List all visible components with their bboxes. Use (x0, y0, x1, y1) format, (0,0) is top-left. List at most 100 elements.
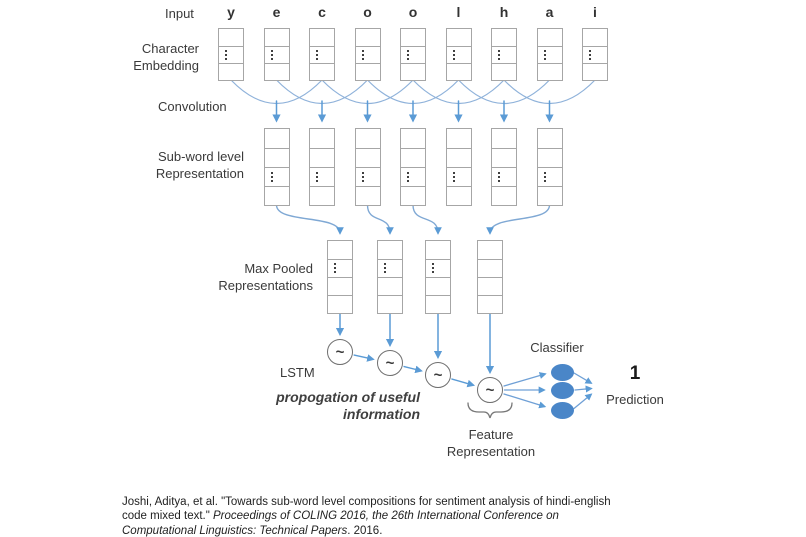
citation-segment: Joshi, Aditya, et al. "Towards sub-word … (122, 495, 611, 508)
ellipsis-dots (316, 171, 318, 182)
citation-text: Joshi, Aditya, et al. "Towards sub-word … (122, 495, 742, 537)
subword-representation-column (491, 128, 517, 206)
ellipsis-dots (225, 49, 227, 60)
input-char: o (363, 4, 372, 20)
pooling-curve (486, 204, 551, 235)
character-embedding-column (400, 28, 426, 81)
classifier-neuron-node (550, 363, 574, 381)
prediction-fanin-arrow (573, 372, 593, 384)
ellipsis-dots (407, 171, 409, 182)
maxpool-representation-column (327, 240, 353, 314)
ellipsis-dots (498, 49, 500, 60)
subword-label: Sub-word level Representation (124, 148, 244, 182)
pooling-curve (366, 204, 394, 235)
input-char: l (456, 4, 461, 20)
classifier-neuron-node (550, 381, 574, 399)
input-char: e (272, 4, 281, 20)
subword-line2: Representation (155, 166, 244, 181)
citation-segment-italic: Computational Linguistics: Technical Pap… (122, 524, 348, 537)
input-char: c (318, 4, 326, 20)
lstm-cell-node: ~ (327, 339, 353, 365)
subword-representation-column (263, 128, 290, 206)
ellipsis-dots (432, 263, 434, 273)
maxpool-line2: Representations (218, 278, 313, 293)
prediction-label: Prediction (606, 392, 664, 407)
ellipsis-dots (543, 49, 546, 60)
prediction-value: 1 (629, 363, 641, 384)
propagation-line2: information (343, 406, 420, 422)
ellipsis-dots (361, 171, 364, 182)
convolution-arc (457, 79, 551, 104)
feature-brace (467, 402, 513, 419)
convolution-label: Convolution (158, 99, 227, 114)
maxpool-representation-column (425, 240, 451, 314)
subword-representation-column (354, 128, 381, 206)
prediction-fanin-arrow (574, 385, 593, 393)
classifier-neuron-node (550, 401, 574, 419)
convolution-arc (366, 79, 460, 104)
ellipsis-dots (452, 49, 455, 60)
lstm-chain-arrow (451, 378, 476, 388)
character-embedding-column (536, 28, 563, 81)
input-char: a (545, 4, 554, 20)
propagation-line1: propogation of useful (276, 389, 420, 405)
citation-segment: . 2016. (347, 524, 383, 537)
ellipsis-dots (543, 171, 546, 182)
subword-representation-column (445, 128, 472, 206)
character-embedding-column (263, 28, 290, 81)
ellipsis-dots (498, 171, 500, 182)
subword-representation-column (309, 128, 335, 206)
ellipsis-dots (270, 171, 273, 182)
prediction-fanin-arrow (573, 393, 593, 410)
convolution-arc (321, 79, 414, 104)
lstm-cell-node: ~ (425, 362, 451, 388)
character-embedding-column (582, 28, 608, 81)
ellipsis-dots (316, 49, 318, 60)
feature-line1: Feature (468, 427, 514, 442)
convolution-arc (412, 79, 505, 104)
character-embedding-column (491, 28, 517, 81)
character-embedding-label: Character Embedding (79, 40, 199, 74)
subword-representation-column (400, 128, 426, 206)
propagation-label: propogation of useful information (240, 389, 420, 423)
character-embedding-column (218, 28, 244, 81)
lstm-cell-node: ~ (477, 377, 503, 403)
ellipsis-dots (452, 171, 455, 182)
character-embedding-column (354, 28, 381, 81)
citation-segment-italic: Proceedings of COLING 2016, the 26th Int… (213, 510, 559, 522)
character-embedding-column (445, 28, 472, 81)
ellipsis-dots (334, 263, 336, 273)
ellipsis-dots (384, 263, 386, 273)
citation-segment: code mixed text." (122, 510, 214, 522)
feature-representation-label: Feature Representation (431, 426, 551, 460)
lstm-cell-node: ~ (377, 350, 403, 376)
maxpool-line1: Max Pooled (244, 261, 313, 276)
lstm-label: LSTM (280, 365, 315, 380)
convolution-arc (503, 79, 596, 104)
subword-line1: Sub-word level (158, 149, 244, 164)
character-embedding-line2: Embedding (133, 58, 199, 73)
input-label: Input (165, 6, 194, 21)
character-embedding-column (309, 28, 335, 81)
maxpool-representation-column (377, 240, 403, 314)
pooling-curve (275, 204, 344, 235)
lstm-chain-arrow (353, 354, 375, 362)
classifier-fanout-arrow (503, 372, 547, 387)
convolution-arc (275, 79, 369, 104)
lstm-chain-arrow (403, 365, 423, 374)
maxpool-representation-column (477, 240, 503, 314)
subword-representation-column (536, 128, 563, 206)
input-char: o (408, 4, 418, 20)
classifier-fanout-arrow (503, 393, 547, 409)
character-embedding-line1: Character (141, 41, 199, 56)
classifier-label: Classifier (530, 340, 584, 355)
convolution-arc (230, 79, 323, 104)
maxpool-label: Max Pooled Representations (163, 260, 313, 294)
ellipsis-dots (407, 49, 409, 60)
ellipsis-dots (589, 49, 591, 60)
ellipsis-dots (361, 49, 364, 60)
pooling-curve (412, 204, 442, 235)
feature-line2: Representation (446, 444, 536, 459)
